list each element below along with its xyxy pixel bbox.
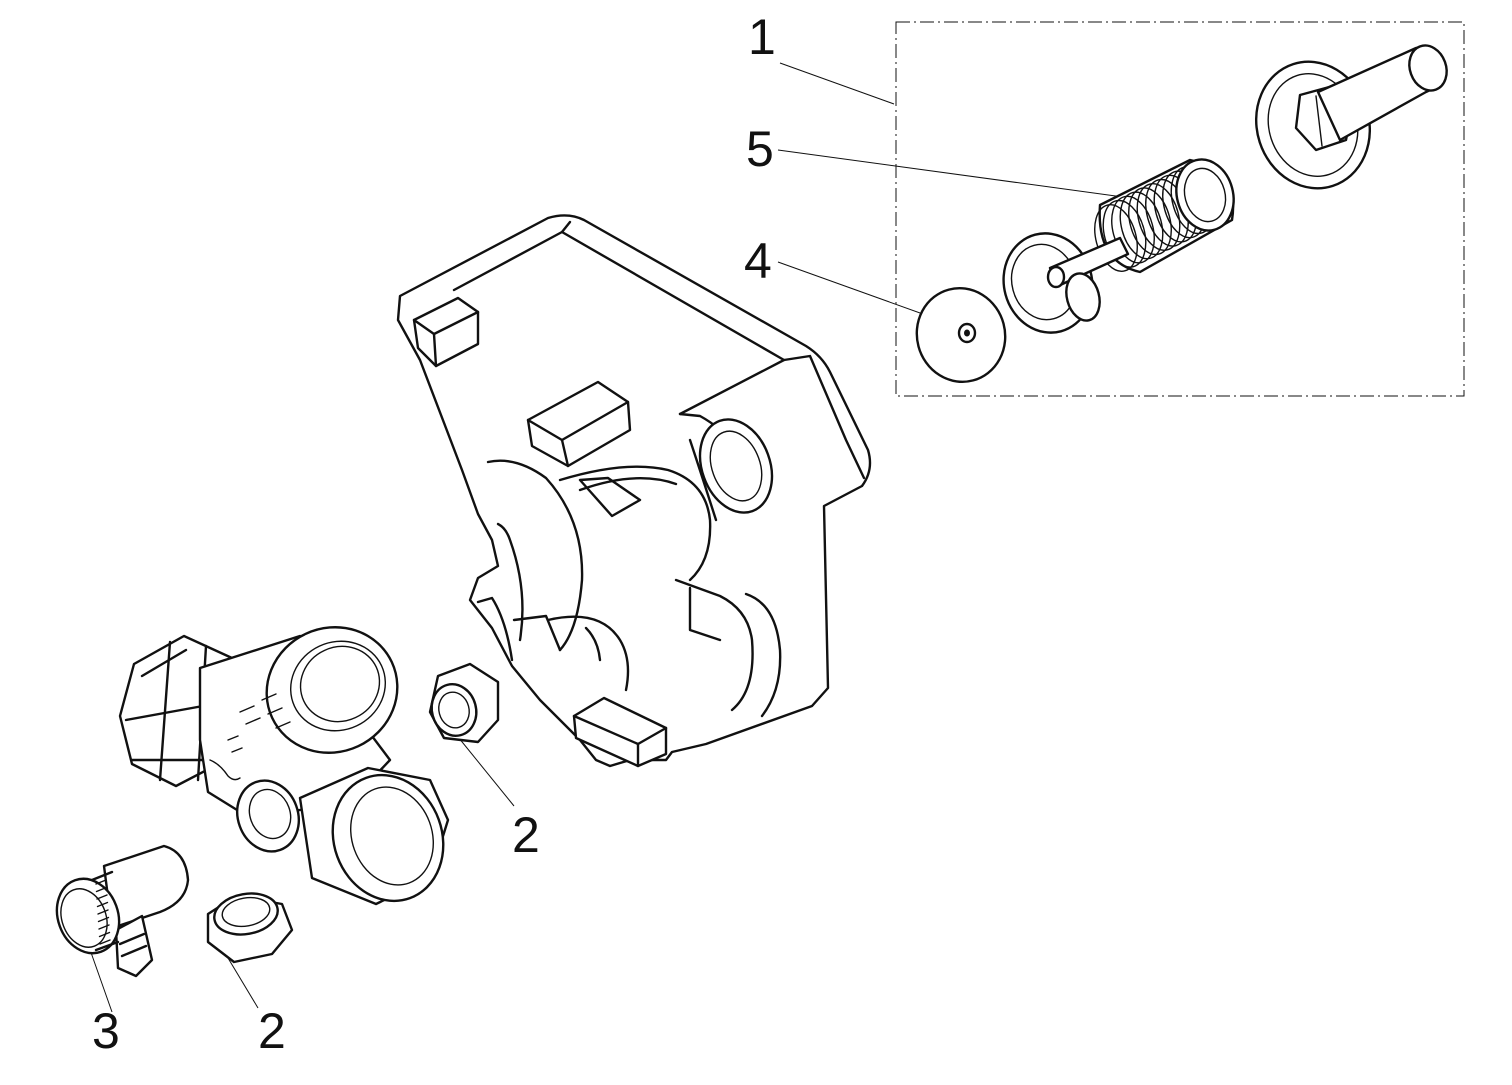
spring-coil [1111, 195, 1155, 264]
leader-1 [779, 62, 895, 105]
knurl-ridge [95, 886, 108, 893]
knurl-ridge [97, 909, 109, 915]
leader-4 [777, 261, 935, 319]
knurl-ridge [96, 901, 109, 908]
spring-coil [1094, 204, 1138, 272]
kit-group-frame [895, 21, 1465, 397]
knurl-ridge [98, 931, 111, 938]
plug-part-2-upper [428, 662, 500, 744]
valve-body [118, 626, 450, 906]
knurl-ridge [98, 924, 110, 930]
spring-part-5 [1094, 158, 1235, 274]
knurl-ridge [96, 894, 108, 900]
spring-coil [1136, 183, 1181, 251]
insulation-shell [396, 214, 872, 768]
drain-valve-part-3 [55, 844, 190, 978]
callout-3: 3 [92, 1003, 120, 1059]
callout-2-lower: 2 [258, 1003, 286, 1059]
knurl-ridge [97, 916, 110, 923]
spring-coil [1128, 187, 1172, 256]
callout-5: 5 [746, 121, 774, 177]
callout-1: 1 [748, 9, 776, 65]
leader-lines [87, 62, 1146, 1013]
washer-part-4 [915, 286, 1007, 384]
callout-2-upper: 2 [512, 807, 540, 863]
plug-part-2-lower [206, 892, 294, 964]
leader-3 [87, 943, 113, 1013]
casting-marks [209, 693, 291, 781]
spindle-assembly [1254, 44, 1448, 190]
knurl-ridge [99, 939, 111, 945]
callout-4: 4 [744, 233, 772, 289]
seat-disc-with-stem [1002, 232, 1130, 334]
knurl-ridge [95, 879, 107, 885]
spring-coil [1102, 199, 1147, 268]
spring-coil [1119, 191, 1164, 260]
leader-5 [777, 149, 1146, 201]
